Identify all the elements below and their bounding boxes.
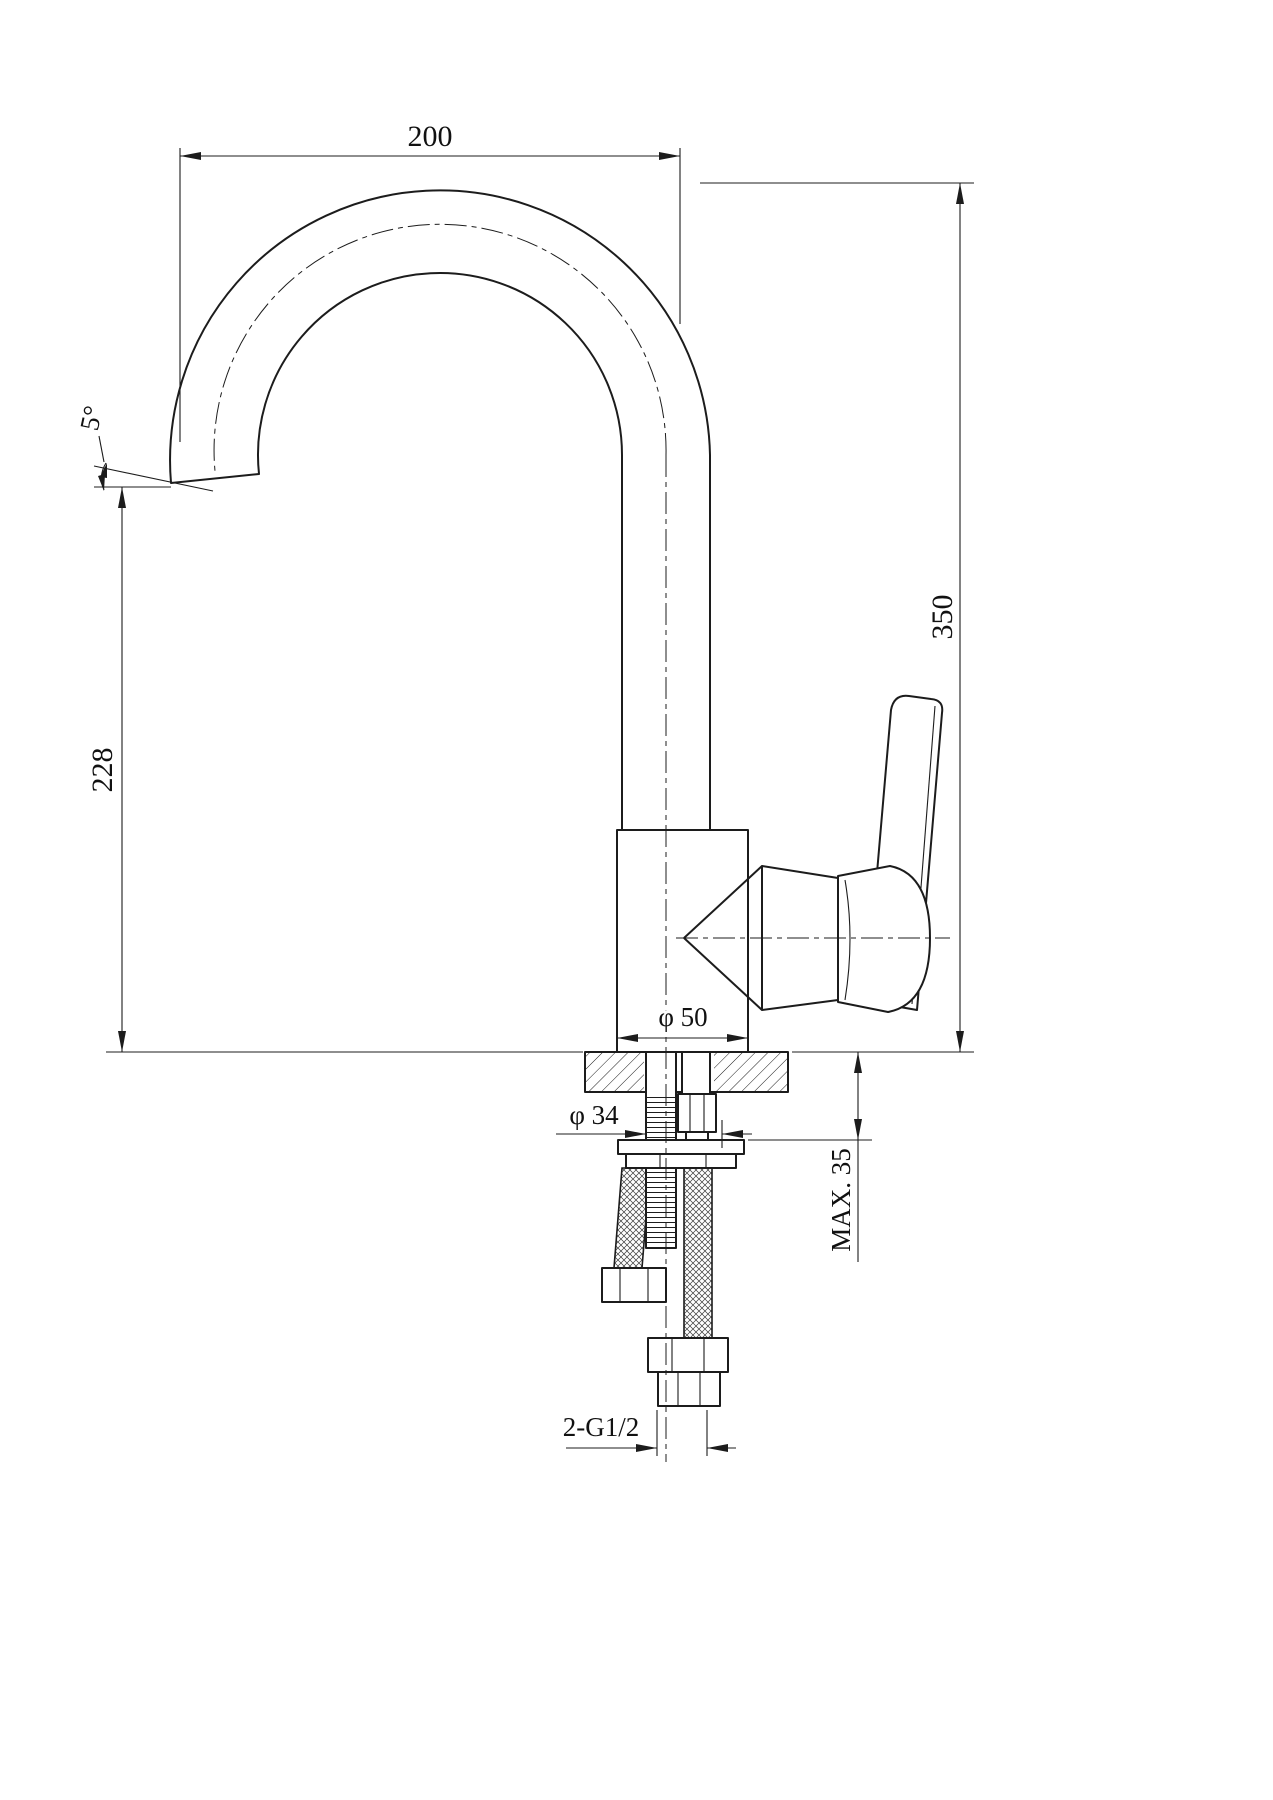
mounting-washer	[617, 1139, 745, 1155]
dim-spout-reach: 200	[179, 118, 681, 442]
dim-hole-diameter: φ 34	[556, 1098, 752, 1148]
cap-contour-line	[844, 879, 851, 1001]
hose-left-braid	[613, 1167, 651, 1269]
dim-arrow-icon	[118, 487, 126, 508]
hose-right-nut-large	[647, 1337, 729, 1373]
flange-hatch-right	[714, 1052, 788, 1092]
dim-arrow-icon	[659, 152, 680, 160]
dim-total-height: 350	[700, 182, 974, 1053]
dim-spout-height: 228	[84, 486, 583, 1053]
dim-label-spout-angle: 5°	[74, 403, 108, 433]
dim-arrow-icon	[100, 463, 107, 478]
angle-reference-line	[93, 465, 214, 492]
dim-arrow-icon	[98, 474, 105, 491]
dim-arrow-icon	[617, 1034, 638, 1042]
dim-label-max-deck-thickness: MAX. 35	[826, 1148, 856, 1252]
dim-connection-thread: 2-G1/2	[560, 1410, 736, 1456]
centerlines	[213, 223, 950, 1462]
mounting-nut	[625, 1153, 737, 1169]
dim-arrow-icon	[625, 1130, 646, 1138]
hose-right-braid	[683, 1167, 713, 1341]
dim-arrow-icon	[118, 1031, 126, 1052]
supply-hose-left	[601, 1167, 667, 1303]
dim-max-deck-thickness: MAX. 35	[748, 1052, 872, 1262]
dim-label-body-diameter: φ 50	[658, 1002, 707, 1032]
dim-body-diameter: φ 50	[617, 1000, 748, 1042]
flange-hatch-left	[585, 1052, 644, 1092]
dim-label-spout-height: 228	[86, 748, 119, 793]
faucet-spout-outline	[169, 189, 711, 831]
dim-arrow-icon	[956, 183, 964, 204]
mounting-hardware	[617, 1139, 745, 1169]
dim-arrow-icon	[727, 1034, 748, 1042]
supply-hose-right	[647, 1167, 729, 1407]
dim-arrow-icon	[707, 1444, 728, 1452]
hose-connector	[677, 1051, 717, 1143]
dim-arrow-icon	[180, 152, 201, 160]
dim-arrow-icon	[854, 1119, 862, 1140]
dim-arrow-icon	[854, 1052, 862, 1073]
dim-label-connection-thread: 2-G1/2	[563, 1412, 640, 1442]
dim-arrow-icon	[636, 1444, 657, 1452]
connector-nut	[677, 1093, 717, 1133]
hose-right-nut-small	[657, 1371, 721, 1407]
dim-arrow-icon	[722, 1130, 743, 1138]
leader-line	[98, 435, 105, 463]
spout-arc-centerline	[213, 223, 667, 472]
valve-cone-upper	[683, 865, 763, 939]
hose-left-nut	[601, 1267, 667, 1303]
dim-label-hole-diameter: φ 34	[569, 1100, 619, 1130]
handle-cap	[837, 865, 931, 1013]
dim-label-total-height: 350	[926, 595, 959, 640]
dim-arrow-icon	[956, 1031, 964, 1052]
stud-thread-texture	[646, 1096, 676, 1246]
connector-tube-upper	[681, 1051, 711, 1095]
faucet-body	[616, 829, 749, 1053]
valve-cone-lower	[683, 937, 763, 1011]
dim-label-spout-reach: 200	[408, 120, 453, 153]
